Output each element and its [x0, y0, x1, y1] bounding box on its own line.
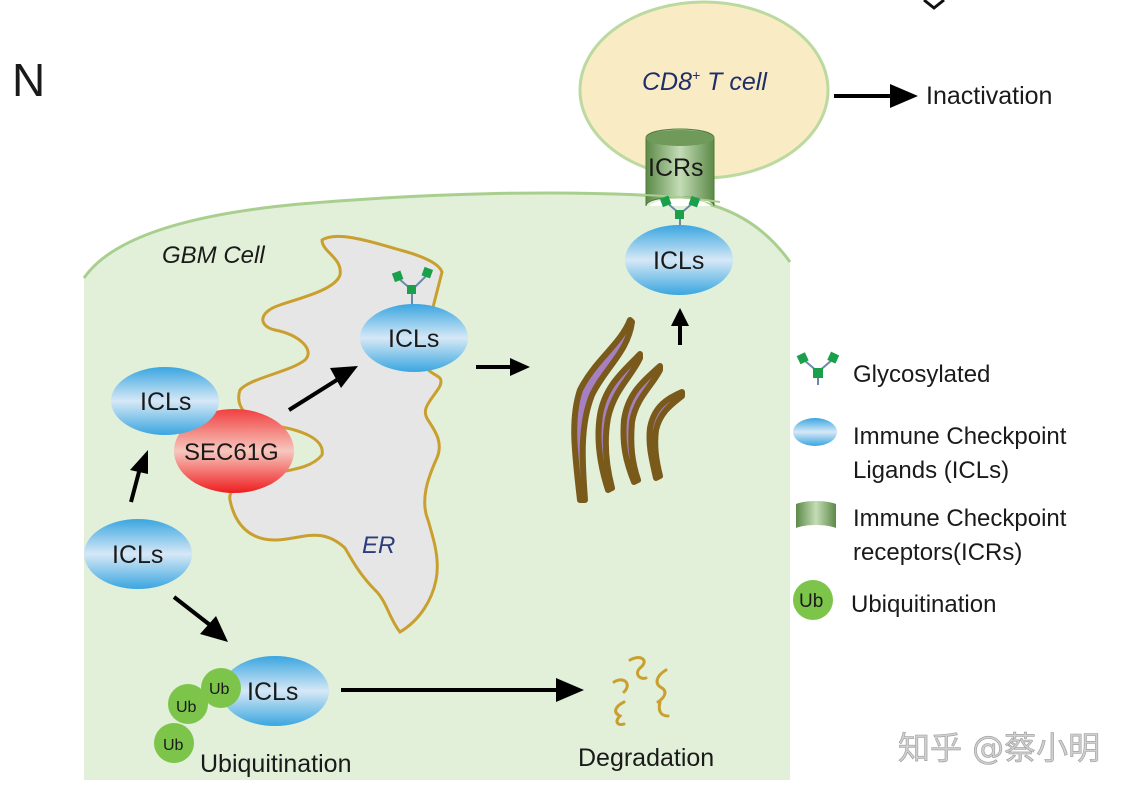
t-cell-label-main: CD8 [642, 68, 692, 96]
degradation-label: Degradation [578, 744, 714, 772]
sec61g-label: SEC61G [184, 439, 279, 466]
arrow-to-degradation-head [556, 678, 584, 702]
arrow-sec61g-to-er-shaft [287, 376, 342, 412]
er-label: ER [362, 532, 395, 559]
legend-icl-label-line1: Immune Checkpoint [853, 423, 1067, 450]
ubiquitin-2-label: Ub [176, 699, 197, 716]
ubiquitin-1-label: Ub [163, 737, 184, 754]
icl-translocon-label: ICLs [140, 388, 191, 416]
icr-receptor [645, 128, 715, 207]
glycosylation-er [391, 266, 434, 306]
icl-er-label: ICLs [388, 325, 439, 353]
membrane-overlay [599, 193, 721, 203]
legend-ubiquitin-icon [793, 580, 833, 620]
golgi-apparatus [571, 317, 685, 503]
icl-cytoplasm [84, 519, 192, 589]
legend-icl-icon [793, 418, 837, 446]
icl-er [360, 304, 468, 372]
arrow-er-to-golgi-head [510, 358, 530, 376]
legend-glycosylation-icon [796, 351, 840, 385]
arrow-to-ubiquitination-shaft [172, 595, 212, 627]
icr-receptor-top [646, 130, 714, 146]
legend-icr-label-line1: Immune Checkpoint [853, 505, 1067, 532]
legend-icl-label-line2: Ligands (ICLs) [853, 457, 1009, 484]
ubiquitin-3 [201, 668, 241, 708]
panel-label: N [12, 54, 45, 106]
icl-surface-label: ICLs [653, 247, 704, 275]
icl-ubiquitinated [221, 656, 329, 726]
sec61g [174, 409, 294, 493]
legend: Glycosylated Immune Checkpoint Ligands (… [793, 351, 1067, 620]
inactivation-label: Inactivation [926, 82, 1052, 110]
t-cell-label-sup: + [692, 67, 700, 83]
glycosylation-surface [659, 195, 701, 226]
arrow-sec61g-to-er-head [330, 366, 358, 388]
cropped-diamond-mark [923, 0, 945, 10]
legend-icr-icon [796, 501, 836, 528]
ubiquitination-label: Ubiquitination [200, 750, 352, 778]
ubiquitin-1 [154, 723, 194, 763]
icl-cytoplasm-label: ICLs [112, 541, 163, 569]
gbm-cell-label: GBM Cell [162, 242, 265, 269]
ubiquitin-2 [168, 684, 208, 724]
legend-icr-label-line2: receptors(ICRs) [853, 539, 1022, 566]
degraded-fragments [612, 656, 670, 726]
legend-glycosylated-label: Glycosylated [853, 361, 990, 388]
inactivation-arrow-head [890, 84, 918, 108]
legend-ubiquitin-icon-text: Ub [799, 591, 823, 612]
gbm-cell-membrane [82, 191, 792, 279]
icl-translocon [111, 367, 219, 435]
icr-label: ICRs [648, 154, 704, 182]
watermark: 知乎 @蔡小明 [898, 729, 1100, 767]
arrow-to-ubiquitination-head [200, 616, 228, 642]
gbm-cell [84, 192, 790, 780]
ubiquitin-chain: Ub Ub Ub [154, 668, 241, 763]
icl-ubiquitinated-label: ICLs [247, 678, 298, 706]
arrow-golgi-to-surface-head [671, 308, 689, 326]
arrow-up-to-translocon-shaft [129, 467, 142, 503]
t-cell-label-rest: T cell [700, 68, 768, 96]
legend-ubiquitination-label: Ubiquitination [851, 591, 996, 618]
ubiquitin-3-label: Ub [209, 681, 230, 698]
arrow-up-to-translocon-head [130, 450, 148, 474]
t-cell-label: CD8+ T cell [642, 67, 768, 96]
icl-surface [625, 225, 733, 295]
